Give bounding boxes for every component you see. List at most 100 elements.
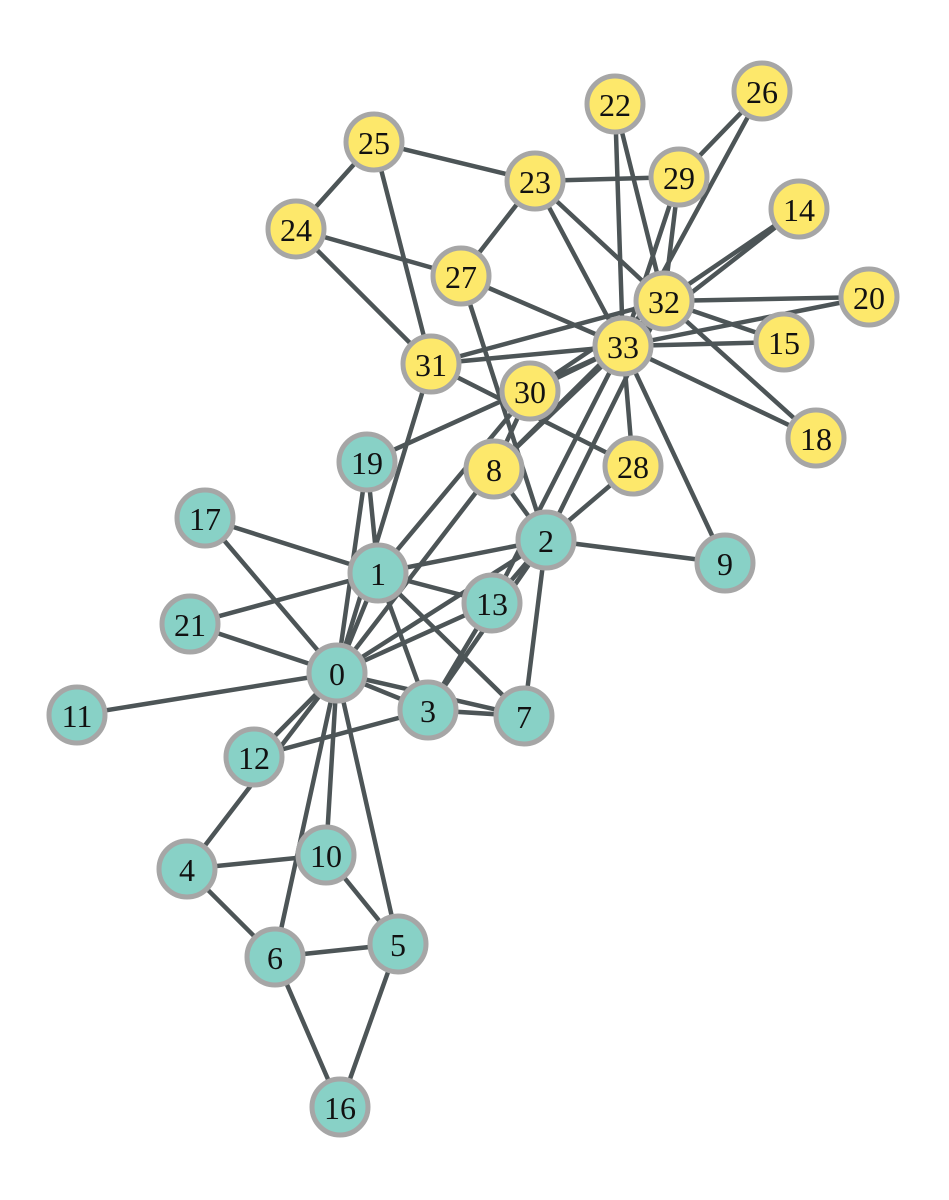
node-14[interactable]: 14 (768, 178, 830, 240)
node-1[interactable]: 1 (347, 542, 409, 604)
node-31[interactable]: 31 (400, 333, 462, 395)
node-label: 1 (370, 556, 386, 592)
edge-1-21 (187, 570, 381, 627)
node-28[interactable]: 28 (602, 435, 664, 497)
node-circle (336, 431, 398, 493)
node-21[interactable]: 21 (159, 593, 221, 655)
node-circle (244, 926, 306, 988)
node-label: 8 (486, 452, 502, 488)
node-18[interactable]: 18 (785, 407, 847, 469)
node-8[interactable]: 8 (463, 438, 525, 500)
edge-22-33 (612, 101, 626, 349)
edge-0-5 (334, 670, 401, 947)
node-27[interactable]: 27 (430, 245, 492, 307)
node-3[interactable]: 3 (397, 679, 459, 741)
edge-25-31 (371, 139, 434, 367)
edge-2-27 (458, 273, 549, 543)
node-circle (397, 679, 459, 741)
node-circle (504, 150, 566, 212)
node-17[interactable]: 17 (174, 487, 236, 549)
node-label: 26 (746, 74, 778, 110)
node-circle (347, 542, 409, 604)
node-label: 32 (648, 284, 680, 320)
node-5[interactable]: 5 (367, 913, 429, 975)
node-13[interactable]: 13 (461, 572, 523, 634)
node-label: 5 (390, 927, 406, 963)
node-label: 4 (179, 852, 195, 888)
node-circle (602, 435, 664, 497)
edge-31-33 (428, 343, 626, 367)
node-11[interactable]: 11 (46, 684, 108, 746)
node-circle (309, 1076, 371, 1138)
node-label: 27 (445, 259, 477, 295)
edge-23-33 (532, 178, 626, 349)
edge-31-32 (428, 298, 667, 367)
node-33[interactable]: 33 (592, 315, 654, 377)
node-label: 22 (599, 87, 631, 123)
node-2[interactable]: 2 (515, 509, 577, 571)
edge-1-7 (375, 570, 527, 719)
node-circle (461, 572, 523, 634)
node-label: 3 (420, 693, 436, 729)
node-23[interactable]: 23 (504, 150, 566, 212)
edge-13-33 (489, 343, 626, 606)
node-30[interactable]: 30 (499, 360, 561, 422)
node-12[interactable]: 12 (223, 726, 285, 788)
node-label: 25 (358, 125, 390, 161)
node-circle (499, 360, 561, 422)
node-10[interactable]: 10 (295, 824, 357, 886)
edge-0-11 (74, 670, 340, 718)
edge-0-17 (202, 515, 340, 676)
node-circle (367, 913, 429, 975)
node-label: 13 (476, 586, 508, 622)
node-label: 18 (800, 421, 832, 457)
edge-20-32 (661, 294, 872, 304)
node-4[interactable]: 4 (156, 838, 218, 900)
node-circle (295, 824, 357, 886)
edge-20-33 (620, 294, 872, 349)
node-16[interactable]: 16 (309, 1076, 371, 1138)
node-circle (430, 245, 492, 307)
node-label: 12 (238, 740, 270, 776)
node-circle (592, 315, 654, 377)
node-label: 11 (62, 698, 93, 734)
node-label: 9 (717, 546, 733, 582)
edge-0-31 (334, 361, 434, 676)
node-label: 20 (853, 280, 885, 316)
node-circle (633, 270, 695, 332)
node-circle (584, 73, 646, 135)
node-0[interactable]: 0 (306, 642, 368, 704)
node-circle (493, 685, 555, 747)
node-32[interactable]: 32 (633, 270, 695, 332)
node-layer: 0123456789101112131415161718192021222324… (46, 60, 900, 1138)
edge-9-33 (620, 343, 728, 566)
node-25[interactable]: 25 (343, 111, 405, 173)
node-circle (515, 509, 577, 571)
node-9[interactable]: 9 (694, 532, 756, 594)
node-22[interactable]: 22 (584, 73, 646, 135)
node-circle (731, 60, 793, 122)
node-circle (46, 684, 108, 746)
node-circle (400, 333, 462, 395)
edge-24-31 (293, 226, 434, 367)
node-circle (838, 266, 900, 328)
edge-18-32 (661, 298, 819, 441)
node-6[interactable]: 6 (244, 926, 306, 988)
node-label: 6 (267, 940, 283, 976)
node-circle (463, 438, 525, 500)
node-circle (306, 642, 368, 704)
node-label: 24 (280, 212, 312, 248)
node-19[interactable]: 19 (336, 431, 398, 493)
node-7[interactable]: 7 (493, 685, 555, 747)
node-label: 10 (310, 838, 342, 874)
node-24[interactable]: 24 (265, 198, 327, 260)
node-26[interactable]: 26 (731, 60, 793, 122)
node-label: 2 (538, 523, 554, 559)
node-label: 28 (617, 449, 649, 485)
node-label: 19 (351, 445, 383, 481)
node-29[interactable]: 29 (648, 146, 710, 208)
node-15[interactable]: 15 (753, 311, 815, 373)
node-circle (648, 146, 710, 208)
node-20[interactable]: 20 (838, 266, 900, 328)
